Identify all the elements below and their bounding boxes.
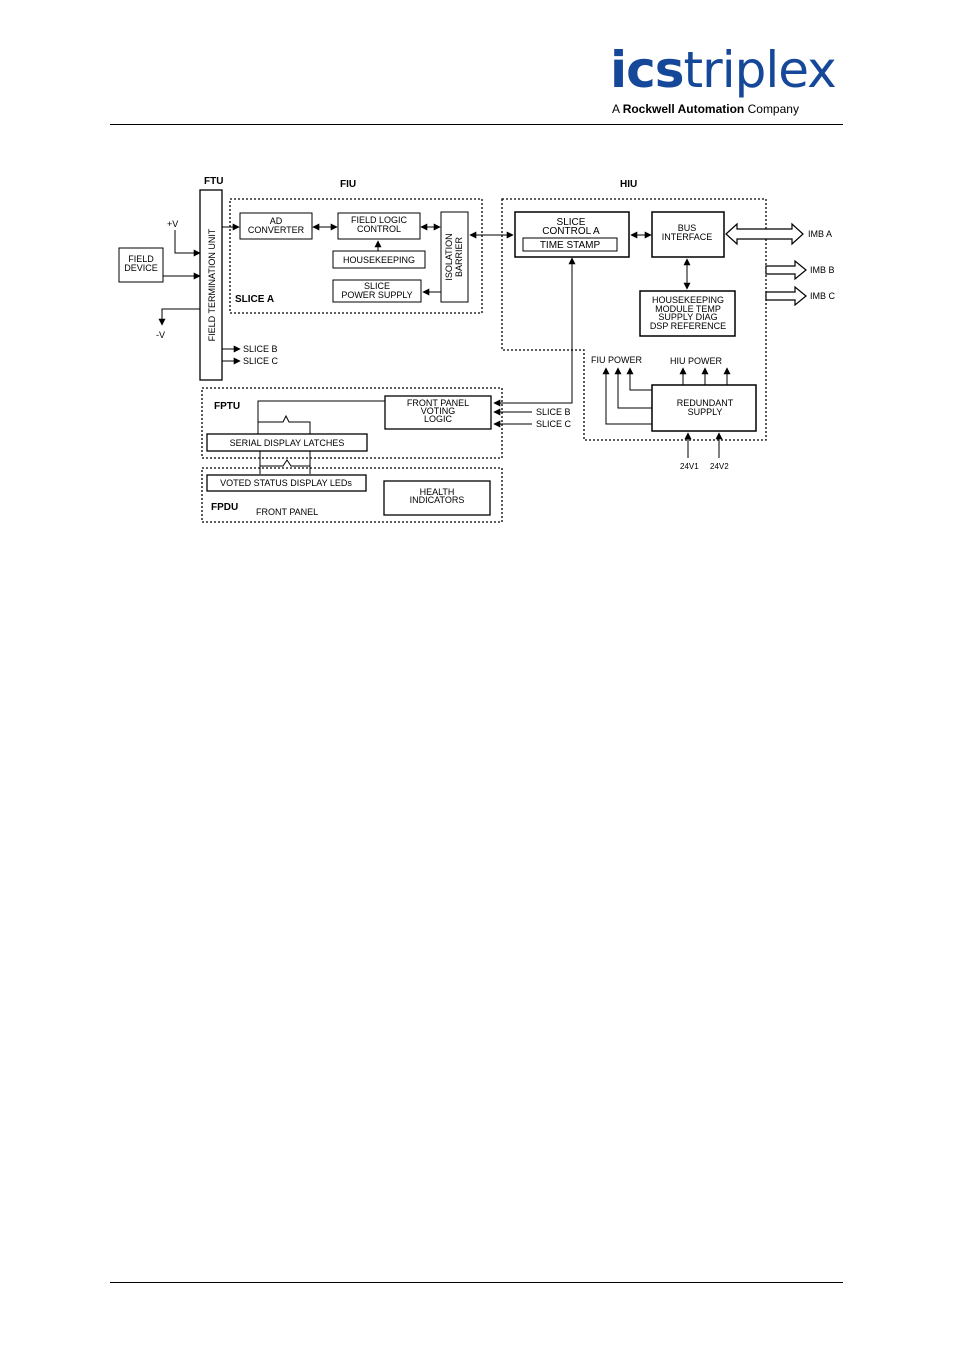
imb-a-arrow	[725, 222, 804, 246]
bus-interface-label-1: BUS	[678, 223, 697, 233]
slice-power-label-2: POWER SUPPLY	[341, 290, 412, 300]
fpvl-to-latches-wire	[257, 400, 385, 434]
slice-power-supply-box	[332, 279, 422, 303]
bus-interface-label-2: INTERFACE	[662, 232, 713, 242]
time-stamp-box	[522, 237, 618, 252]
fpdu-region	[201, 467, 503, 523]
plus-v-label: +V	[167, 219, 178, 229]
ad-converter-label-1: AD	[270, 216, 283, 226]
imb-c-arrow	[765, 285, 807, 307]
company-logo: icstriplex A Rockwell Automation Company	[600, 40, 850, 120]
health-label-1: HEALTH	[420, 487, 455, 497]
imb-b-arrow	[765, 259, 807, 281]
serial-latches-label: SERIAL DISPLAY LATCHES	[230, 438, 345, 448]
health-label-2: INDICATORS	[410, 495, 465, 505]
front-panel-label: FRONT PANEL	[256, 507, 318, 517]
health-indicators-box	[383, 480, 491, 516]
field-logic-label-2: CONTROL	[357, 224, 401, 234]
imb-a-label: IMB A	[808, 229, 832, 239]
isolation-label-1: ISOLATION	[444, 233, 454, 280]
fptu-label: FPTU	[214, 401, 240, 412]
fiu-power-arrows	[602, 367, 652, 425]
ftu-slice-c-label: SLICE C	[243, 356, 279, 366]
front-panel-voting-logic-box	[384, 395, 492, 430]
ftu-label: FTU	[204, 176, 223, 187]
minus-v-label: -V	[156, 330, 165, 340]
field-device-box	[118, 247, 164, 283]
slice-power-label-1: SLICE	[364, 281, 390, 291]
housekeeping-box	[332, 250, 426, 269]
hiu-hk-label-2: MODULE TEMP	[655, 304, 721, 314]
plus-v-wire	[174, 230, 201, 257]
slice-control-to-front-panel-wire	[493, 257, 576, 407]
slice-control-box	[514, 211, 630, 258]
fpvl-label-1: FRONT PANEL	[407, 398, 469, 408]
hiu-label: HIU	[620, 179, 637, 190]
serial-display-latches-box	[206, 433, 368, 452]
field-termination-unit-box	[199, 189, 223, 381]
latches-to-leds-wire	[259, 451, 311, 474]
slice-control-label-1: SLICE	[557, 217, 586, 228]
field-device-label-2: DEVICE	[124, 263, 158, 273]
slice-a-label: SLICE A	[235, 294, 274, 305]
isolation-barrier-box	[440, 211, 469, 303]
hiu-housekeeping-box	[639, 290, 736, 337]
voted-status-leds-box	[206, 474, 367, 492]
minus-v-wire	[158, 308, 200, 326]
fpdu-label: FPDU	[211, 502, 238, 513]
bus-interface-box	[651, 211, 725, 258]
fpvl-label-2: VOTING	[421, 406, 456, 416]
imb-b-label: IMB B	[810, 265, 835, 275]
voted-leds-label: VOTED STATUS DISPLAY LEDs	[220, 478, 352, 488]
ad-converter-box	[239, 212, 313, 240]
hiu-hk-label-4: DSP REFERENCE	[650, 321, 726, 331]
field-device-label-1: FIELD	[128, 254, 154, 264]
logo-wordmark: icstriplex	[610, 41, 837, 99]
housekeeping-label: HOUSEKEEPING	[343, 255, 415, 265]
v24-2-label: 24V2	[710, 462, 729, 471]
redundant-supply-label-2: SUPPLY	[688, 407, 723, 417]
field-logic-label-1: FIELD LOGIC	[351, 215, 408, 225]
ad-converter-label-2: CONVERTER	[248, 225, 305, 235]
isolation-label-2: BARRIER	[454, 236, 464, 277]
fptu-region	[201, 387, 503, 459]
hiu-hk-label-3: SUPPLY DIAG	[658, 312, 717, 322]
hiu-power-label: HIU POWER	[670, 356, 723, 366]
time-stamp-label: TIME STAMP	[540, 240, 601, 251]
fiu-power-label: FIU POWER	[591, 355, 642, 365]
header-divider	[110, 124, 843, 125]
fpvl-label-3: LOGIC	[424, 414, 453, 424]
block-diagram: FTU FIU HIU FIELD DEVICE +V -V FIELD TER…	[118, 176, 836, 523]
fp-slice-c-label: SLICE C	[536, 419, 572, 429]
hiu-region	[501, 198, 767, 441]
field-termination-unit-label: FIELD TERMINATION UNIT	[207, 228, 217, 341]
imb-c-label: IMB C	[810, 291, 836, 301]
slice-control-label-2: CONTROL A	[542, 226, 600, 237]
v24-1-label: 24V1	[680, 462, 699, 471]
fiu-region	[229, 198, 483, 314]
fp-slice-b-label: SLICE B	[536, 407, 571, 417]
fiu-label: FIU	[340, 179, 356, 190]
logo-tagline: A Rockwell Automation Company	[612, 102, 799, 116]
ftu-slice-b-label: SLICE B	[243, 344, 278, 354]
footer-divider	[110, 1282, 843, 1283]
hiu-hk-label-1: HOUSEKEEPING	[652, 295, 724, 305]
redundant-supply-label-1: REDUNDANT	[677, 398, 734, 408]
hiu-power-arrows	[679, 367, 731, 385]
field-logic-control-box	[337, 212, 421, 240]
